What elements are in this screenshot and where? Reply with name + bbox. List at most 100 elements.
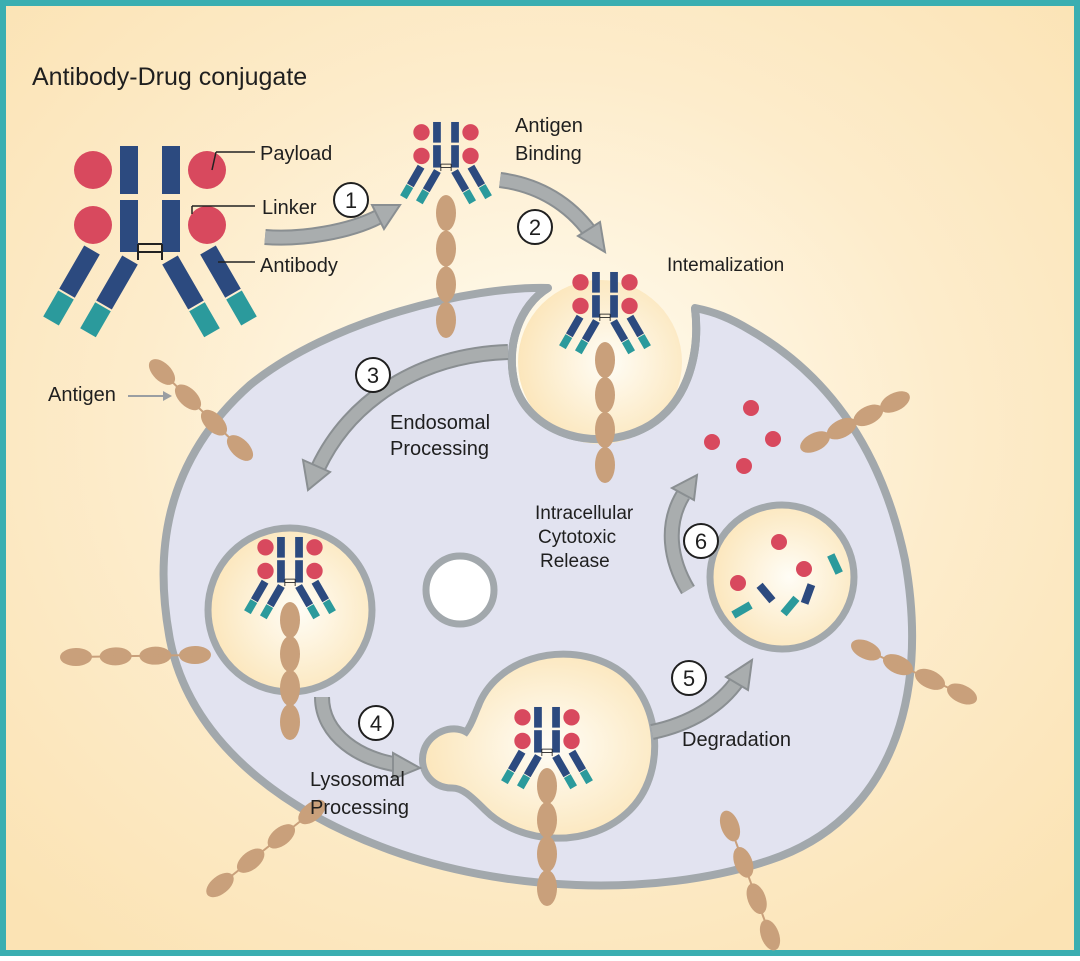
label-antigen: Antigen <box>48 384 116 406</box>
heavy-chain-arm <box>581 319 600 343</box>
light-chain-arm <box>259 604 274 620</box>
step-1-circle <box>333 182 369 218</box>
payload-drug <box>563 732 580 750</box>
endocytic-pocket-edge <box>507 284 701 443</box>
light-chain-constant <box>637 334 651 350</box>
heavy-chain-arm <box>422 169 441 193</box>
antigen-pointer-head <box>163 391 172 401</box>
heavy-chain-block <box>552 706 560 728</box>
heavy-chain-block <box>120 200 138 252</box>
label-endosomal-2: Processing <box>390 438 489 460</box>
light-chain-constant <box>478 184 492 200</box>
arrow-step-6 <box>663 473 699 595</box>
free-payload <box>704 434 720 450</box>
heavy-chain-arm <box>266 584 285 608</box>
payload-drug <box>188 206 226 244</box>
step-1-number: 1 <box>345 188 357 213</box>
heavy-chain-block <box>162 200 180 252</box>
heavy-chain-block <box>592 295 600 318</box>
antibody-fragment <box>731 601 753 619</box>
light-chain-variable <box>250 579 269 603</box>
light-chain-constant <box>400 184 414 200</box>
heavy-chain-arm <box>451 169 470 193</box>
antigen-membrane-5 <box>800 391 910 453</box>
antibody-arm <box>574 319 600 355</box>
light-chain-arm <box>189 302 220 338</box>
antigen-internalized <box>595 342 615 483</box>
antigen-stalk <box>729 825 771 936</box>
heavy-chain-arm <box>295 584 314 608</box>
step-3-number: 3 <box>367 363 379 388</box>
light-chain-variable <box>406 164 425 188</box>
light-chain-constant <box>226 290 257 326</box>
free-payload <box>736 458 752 474</box>
arrow-head <box>370 204 402 231</box>
adc-lysosome <box>501 706 593 790</box>
light-chain-variable <box>311 579 330 603</box>
arrow-step-4 <box>314 696 423 781</box>
arrow-step-1 <box>264 204 402 246</box>
light-chain-variable <box>565 314 584 338</box>
arrow-head <box>392 751 423 781</box>
heavy-chain-block <box>534 706 542 728</box>
light-chain-constant <box>501 769 515 785</box>
arrow-step-5 <box>650 657 754 740</box>
antigen-membrane-4 <box>719 810 781 951</box>
heavy-chain-block <box>277 560 285 583</box>
heavy-chain-block <box>552 730 560 753</box>
free-payload <box>743 400 759 416</box>
step-5-circle <box>671 660 707 696</box>
payload-drug <box>514 732 531 750</box>
heavy-chain-block <box>162 146 180 194</box>
antibody-arm <box>451 169 477 205</box>
heavy-chain-block <box>295 560 303 583</box>
payload-leader <box>211 151 217 171</box>
antigen-bound <box>436 195 456 338</box>
light-chain-constant <box>559 334 573 350</box>
light-chain-arm <box>574 339 589 355</box>
antigen-endosome <box>280 602 300 740</box>
payload-drug <box>572 297 589 315</box>
step-5-number: 5 <box>683 666 695 691</box>
payload-drug <box>462 124 479 141</box>
arrow-head <box>576 220 607 254</box>
heavy-chain-block <box>610 271 618 293</box>
antigen-membrane-2 <box>60 645 211 667</box>
antibody-light-arm <box>501 749 526 785</box>
adc-internalized <box>559 271 651 355</box>
arrow-shaft <box>650 676 743 738</box>
payload-drug <box>74 206 112 244</box>
antibody-arm <box>80 255 138 338</box>
step-2-number: 2 <box>529 215 541 240</box>
payload-drug <box>563 709 580 726</box>
heavy-chain-block <box>451 121 459 143</box>
antibody-arm <box>516 754 542 790</box>
label-degradation: Degradation <box>682 729 791 751</box>
antibody-light-arm <box>311 579 336 615</box>
antibody-light-arm <box>43 245 100 326</box>
small-vesicle <box>422 552 498 628</box>
heavy-chain-arm <box>162 255 204 310</box>
antigen-membrane-6 <box>850 639 978 705</box>
antibody-arm <box>162 255 220 338</box>
adc-binding <box>400 121 492 205</box>
arrow-shaft <box>665 491 694 594</box>
antibody-arm <box>552 754 578 790</box>
antibody-light-arm <box>200 245 257 326</box>
arrow-shaft <box>316 696 401 771</box>
label-endosomal-1: Endosomal <box>390 412 490 434</box>
antigen-membrane-1 <box>148 359 254 461</box>
antibody-arm <box>259 584 285 620</box>
payload-drug <box>257 562 274 580</box>
antibody-arm <box>295 584 321 620</box>
arrow-shaft <box>499 174 595 236</box>
light-chain-arm <box>462 189 477 205</box>
free-payload <box>771 534 787 550</box>
label-lysosomal-1: Lysosomal <box>310 769 405 791</box>
payload-drug <box>413 124 430 141</box>
light-chain-constant <box>322 599 336 615</box>
adc-endosome <box>244 536 336 620</box>
antibody-arm <box>415 169 441 205</box>
heavy-chain-block <box>277 536 285 558</box>
